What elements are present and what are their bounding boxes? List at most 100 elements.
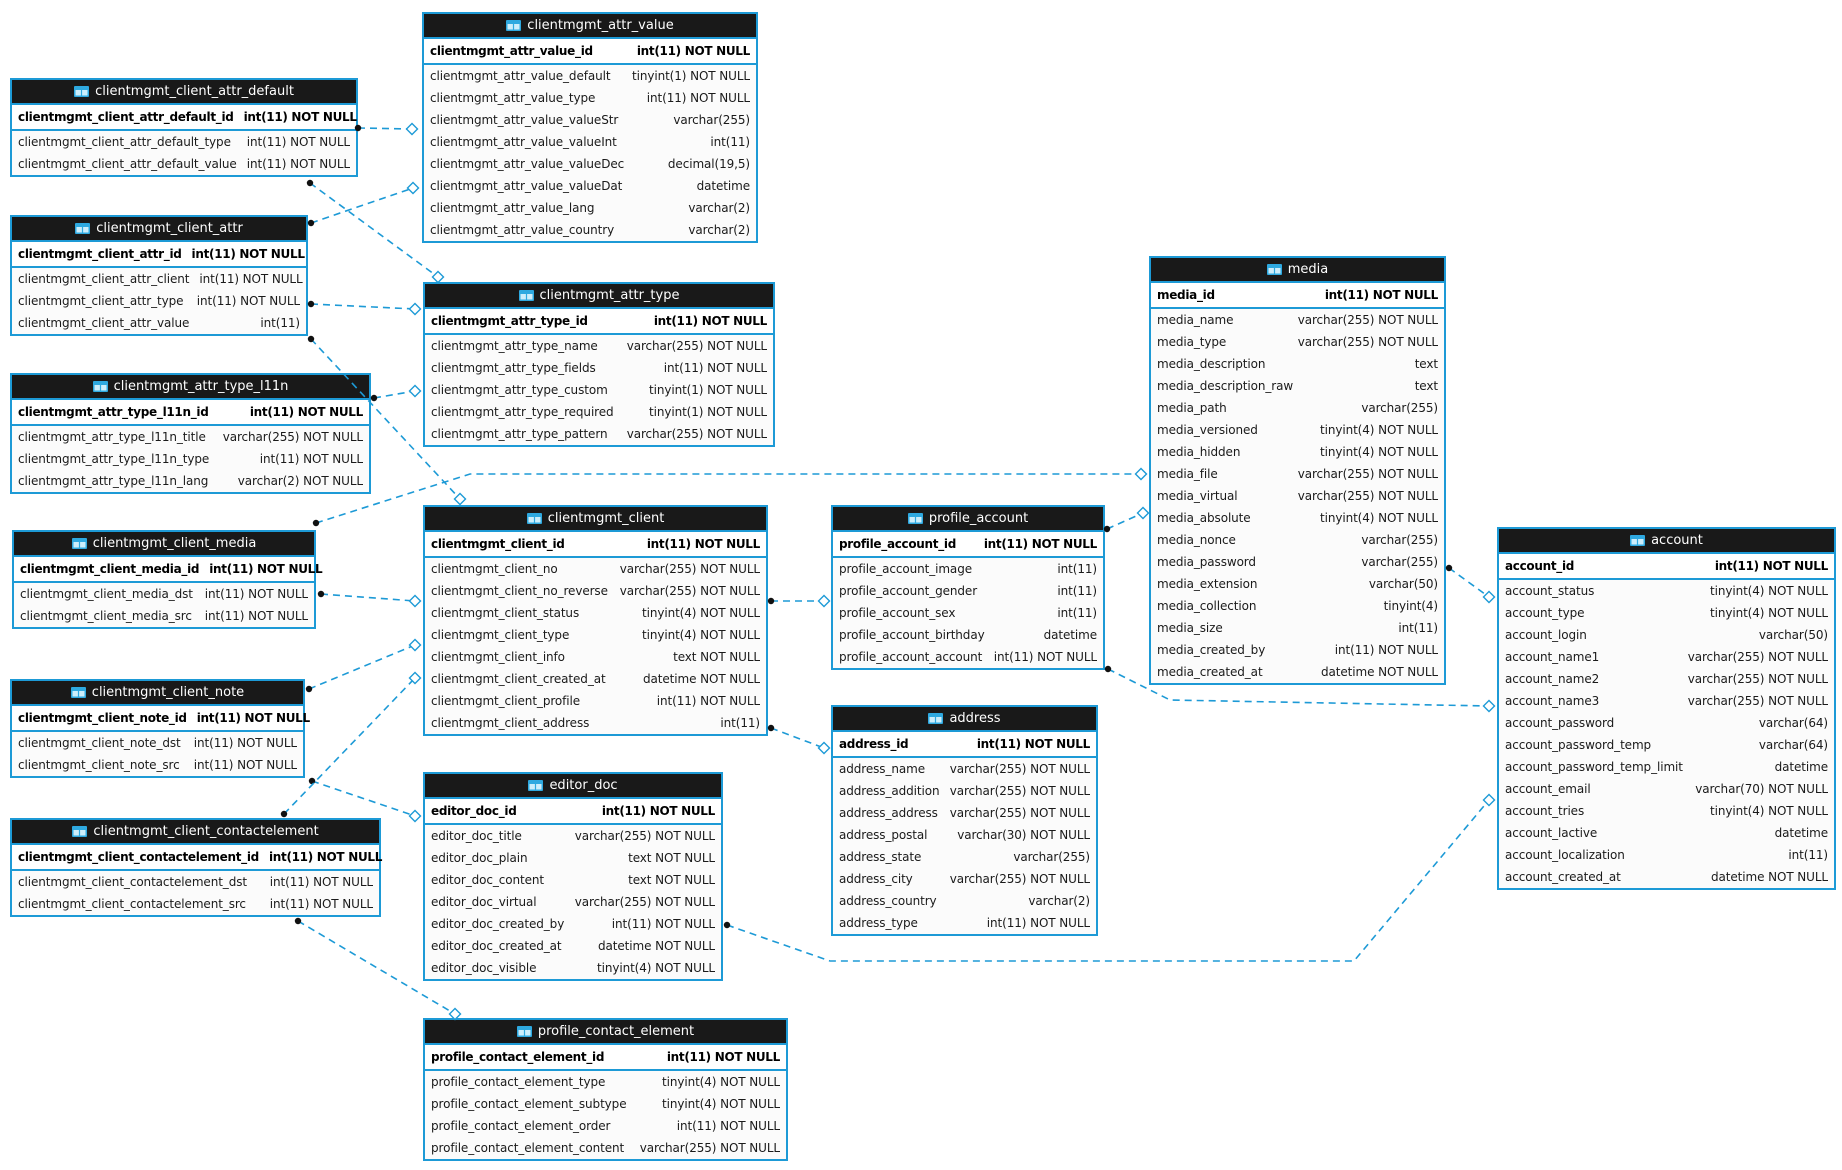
relation-clientmgmt_client_attr_default--clientmgmt_attr_type[interactable] (309, 182, 439, 278)
relation-clientmgmt_client--address[interactable] (770, 727, 825, 749)
relation-clientmgmt_client_attr_default--clientmgmt_attr_value[interactable] (357, 127, 413, 130)
table-columns: clientmgmt_client_contactelement_dst int… (12, 871, 379, 915)
column-name: clientmgmt_attr_value_default (430, 69, 611, 83)
column-name: media_created_at (1157, 665, 1263, 679)
column-type: varchar(255) NOT NULL (574, 895, 715, 909)
primary-key-row: clientmgmt_attr_type_l11n_id int(11) NOT… (12, 400, 369, 426)
column-type: varchar(255) NOT NULL (1687, 650, 1828, 664)
table-clientmgmt_client_attr_default[interactable]: clientmgmt_client_attr_default clientmgm… (10, 78, 358, 177)
table-title: profile_contact_element (537, 1024, 695, 1039)
table-clientmgmt_client[interactable]: clientmgmt_client clientmgmt_client_id i… (423, 505, 768, 736)
column-name: profile_account_gender (839, 584, 978, 598)
table-clientmgmt_client_note[interactable]: clientmgmt_client_note clientmgmt_client… (10, 679, 310, 778)
column-name: account_created_at (1505, 870, 1621, 884)
table-editor_doc[interactable]: editor_doc editor_doc_id int(11) NOT NUL… (423, 772, 723, 981)
relation-media--account[interactable] (1448, 567, 1490, 598)
table-icon (907, 513, 923, 524)
table-header[interactable]: editor_doc (425, 774, 721, 799)
relation-profile_account--account[interactable] (1107, 668, 1490, 707)
relation-clientmgmt_client_contactelement--clientmgmt_client[interactable] (283, 677, 416, 815)
column-name: clientmgmt_client_attr_default_value (18, 157, 237, 171)
column-name: media_virtual (1157, 489, 1238, 503)
column-row: clientmgmt_client_attr_default_value int… (12, 153, 356, 175)
table-columns: clientmgmt_attr_value_default tinyint(1)… (424, 65, 756, 241)
column-row: clientmgmt_attr_type_l11n_type int(11) N… (12, 448, 369, 470)
table-profile_account[interactable]: profile_account profile_account_id int(1… (831, 505, 1105, 670)
column-row: account_password varchar(64) (1499, 712, 1834, 734)
pk-column-type: int(11) NOT NULL (1714, 559, 1828, 573)
relation-clientmgmt_client_contactelement--profile_contact_element[interactable] (297, 920, 456, 1015)
column-row: clientmgmt_attr_value_lang varchar(2) (424, 197, 756, 219)
table-header[interactable]: clientmgmt_client_contactelement (12, 820, 379, 845)
column-name: editor_doc_visible (431, 961, 537, 975)
table-header[interactable]: clientmgmt_client_attr_default (12, 80, 356, 105)
column-type: varchar(255) NOT NULL (949, 784, 1090, 798)
relation-clientmgmt_client_note--editor_doc[interactable] (311, 780, 416, 817)
table-header[interactable]: media (1151, 258, 1444, 283)
relation-clientmgmt_attr_type_l11n--clientmgmt_attr_type[interactable] (373, 390, 416, 399)
pk-column-type: int(11) NOT NULL (191, 247, 305, 261)
table-profile_contact_element[interactable]: profile_contact_element profile_contact_… (423, 1018, 788, 1161)
table-media[interactable]: media media_id int(11) NOT NULL media_na… (1149, 256, 1446, 685)
relation-clientmgmt_client_media--clientmgmt_client[interactable] (320, 593, 416, 602)
relation-clientmgmt_client_media--media[interactable] (315, 473, 1141, 524)
relation-profile_account--media[interactable] (1106, 512, 1144, 530)
table-header[interactable]: account (1499, 529, 1834, 554)
column-name: clientmgmt_attr_type_required (431, 405, 614, 419)
column-name: clientmgmt_client_attr_value (18, 316, 190, 330)
column-row: account_login varchar(50) (1499, 624, 1834, 646)
table-header[interactable]: clientmgmt_attr_type (425, 284, 773, 309)
table-clientmgmt_attr_type[interactable]: clientmgmt_attr_type clientmgmt_attr_typ… (423, 282, 775, 447)
pk-column-name: clientmgmt_client_contactelement_id (18, 850, 259, 864)
table-header[interactable]: profile_account (833, 507, 1103, 532)
column-name: clientmgmt_client_type (431, 628, 570, 642)
primary-key-row: profile_account_id int(11) NOT NULL (833, 532, 1103, 558)
table-clientmgmt_client_media[interactable]: clientmgmt_client_media clientmgmt_clien… (12, 530, 323, 629)
column-row: clientmgmt_client_media_src int(11) NOT … (14, 605, 314, 627)
column-row: media_absolute tinyint(4) NOT NULL (1151, 507, 1444, 529)
table-columns: profile_contact_element_type tinyint(4) … (425, 1071, 786, 1159)
relation-clientmgmt_client_attr--clientmgmt_attr_value[interactable] (310, 187, 414, 224)
table-header[interactable]: clientmgmt_client_media (14, 532, 314, 557)
relation-editor_doc--account[interactable] (726, 799, 1490, 962)
column-type: int(11) (1057, 584, 1097, 598)
column-row: account_lactive datetime (1499, 822, 1834, 844)
table-header[interactable]: clientmgmt_attr_value (424, 14, 756, 39)
pk-column-name: editor_doc_id (431, 804, 517, 818)
column-type: varchar(255) NOT NULL (619, 584, 760, 598)
column-type: text NOT NULL (628, 851, 715, 865)
column-row: profile_account_birthday datetime (833, 624, 1103, 646)
pk-column-name: account_id (1505, 559, 1575, 573)
column-row: clientmgmt_client_info text NOT NULL (425, 646, 766, 668)
column-name: address_city (839, 872, 913, 886)
table-icon (1630, 535, 1646, 546)
table-header[interactable]: clientmgmt_client_note (12, 681, 303, 706)
column-type: int(11) NOT NULL (199, 272, 303, 286)
pk-column-name: clientmgmt_client_id (431, 537, 565, 551)
column-type: varchar(255) NOT NULL (1297, 313, 1438, 327)
table-icon (518, 290, 534, 301)
table-clientmgmt_client_attr[interactable]: clientmgmt_client_attr clientmgmt_client… (10, 215, 308, 336)
table-clientmgmt_attr_value[interactable]: clientmgmt_attr_value clientmgmt_attr_va… (422, 12, 758, 243)
column-name: account_name1 (1505, 650, 1600, 664)
column-row: clientmgmt_attr_type_pattern varchar(255… (425, 423, 773, 445)
column-type: tinyint(1) NOT NULL (631, 69, 750, 83)
column-name: media_extension (1157, 577, 1258, 591)
table-header[interactable]: address (833, 707, 1096, 732)
column-row: clientmgmt_attr_value_valueDec decimal(1… (424, 153, 756, 175)
column-type: int(11) (260, 316, 300, 330)
table-header[interactable]: clientmgmt_attr_type_l11n (12, 375, 369, 400)
column-row: media_collection tinyint(4) (1151, 595, 1444, 617)
table-account[interactable]: account account_id int(11) NOT NULL acco… (1497, 527, 1836, 890)
table-address[interactable]: address address_id int(11) NOT NULL addr… (831, 705, 1098, 936)
relation-clientmgmt_client_attr--clientmgmt_attr_type[interactable] (310, 303, 416, 310)
table-clientmgmt_attr_type_l11n[interactable]: clientmgmt_attr_type_l11n clientmgmt_att… (10, 373, 371, 494)
column-row: clientmgmt_client_status tinyint(4) NOT … (425, 602, 766, 624)
table-header[interactable]: profile_contact_element (425, 1020, 786, 1045)
relation-clientmgmt_client_attr--clientmgmt_client[interactable] (310, 338, 461, 500)
column-name: editor_doc_plain (431, 851, 528, 865)
table-header[interactable]: clientmgmt_client_attr (12, 217, 306, 242)
table-header[interactable]: clientmgmt_client (425, 507, 766, 532)
table-clientmgmt_client_contactelement[interactable]: clientmgmt_client_contactelement clientm… (10, 818, 382, 917)
column-row: clientmgmt_attr_value_valueDat datetime (424, 175, 756, 197)
